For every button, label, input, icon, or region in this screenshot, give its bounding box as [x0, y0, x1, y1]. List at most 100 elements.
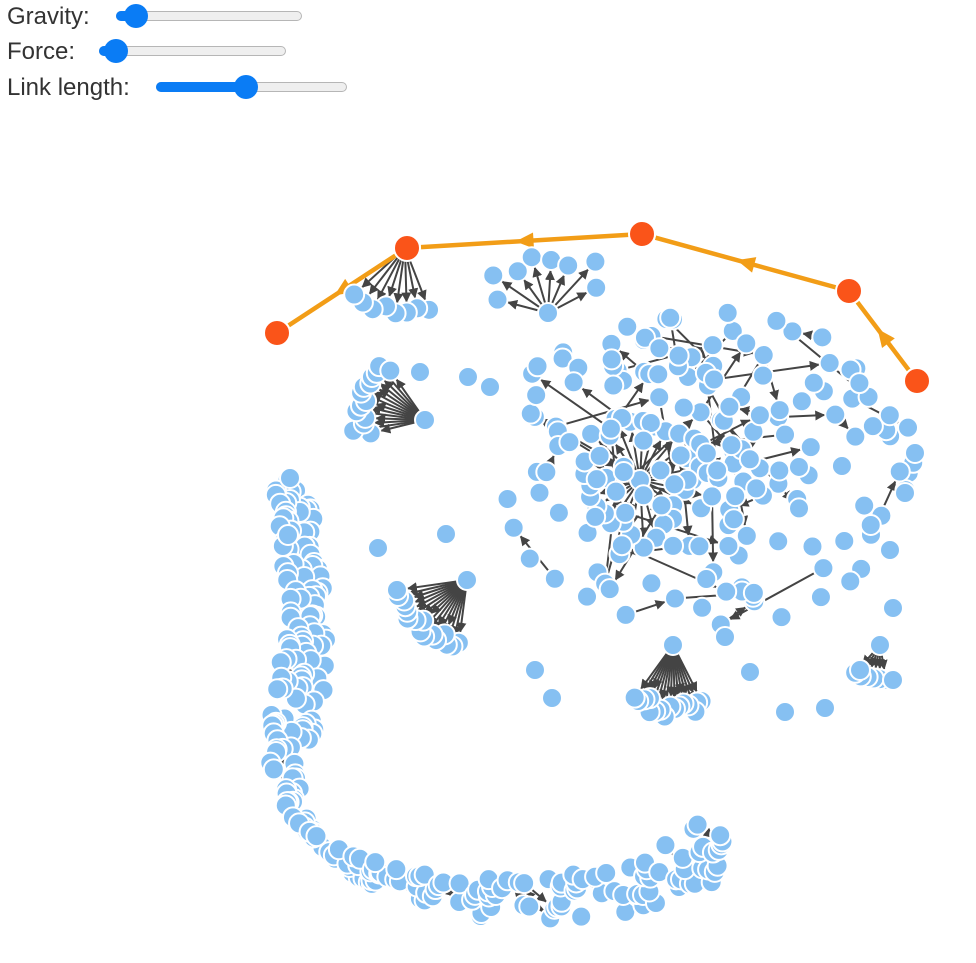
graph-node[interactable] [715, 580, 738, 603]
graph-node[interactable] [659, 306, 682, 329]
graph-node[interactable] [904, 442, 926, 464]
graph-node[interactable] [768, 459, 791, 482]
graph-node[interactable] [584, 250, 607, 273]
graph-node[interactable] [882, 669, 904, 691]
graph-node[interactable] [502, 516, 525, 539]
graph-node[interactable] [610, 534, 633, 557]
graph-node[interactable] [849, 659, 871, 681]
graph-node[interactable] [612, 460, 635, 483]
gravity-slider[interactable] [116, 2, 302, 32]
graph-node[interactable] [663, 473, 686, 496]
graph-node[interactable] [878, 404, 901, 427]
graph-node[interactable] [506, 260, 529, 283]
graph-node[interactable] [541, 687, 563, 709]
graph-node[interactable] [790, 390, 813, 413]
graph-node[interactable] [818, 352, 841, 375]
graph-node[interactable] [781, 320, 804, 343]
graph-node[interactable] [888, 460, 911, 483]
graph-node[interactable] [724, 485, 747, 508]
graph-node[interactable] [496, 488, 519, 511]
graph-node[interactable] [585, 468, 608, 491]
graph-node[interactable] [518, 895, 541, 918]
graph-node[interactable] [774, 701, 796, 723]
graph-node[interactable] [695, 442, 718, 465]
graph-node[interactable] [614, 603, 637, 626]
graph-node[interactable] [409, 361, 431, 383]
highlight-node[interactable] [903, 367, 931, 395]
graph-node[interactable] [598, 578, 621, 601]
graph-node[interactable] [739, 661, 761, 683]
graph-node[interactable] [602, 374, 625, 397]
graph-node[interactable] [595, 861, 618, 884]
highlight-node[interactable] [393, 234, 421, 262]
graph-node[interactable] [701, 485, 724, 508]
graph-node[interactable] [787, 455, 810, 478]
graph-node[interactable] [664, 587, 687, 610]
force-slider[interactable] [99, 37, 286, 67]
graph-node[interactable] [752, 344, 775, 367]
graph-node[interactable] [518, 547, 541, 570]
graph-node[interactable] [752, 364, 775, 387]
graph-node[interactable] [765, 309, 788, 332]
graph-node[interactable] [859, 514, 882, 537]
graph-node[interactable] [648, 386, 671, 409]
graph-node[interactable] [882, 597, 904, 619]
graph-node[interactable] [894, 482, 916, 504]
graph-node[interactable] [801, 535, 824, 558]
graph-node[interactable] [735, 524, 758, 547]
highlight-node[interactable] [835, 277, 863, 305]
graph-node[interactable] [691, 596, 714, 619]
graph-node[interactable] [738, 448, 761, 471]
graph-node[interactable] [647, 363, 670, 386]
graph-node[interactable] [672, 396, 695, 419]
graph-node[interactable] [848, 372, 871, 395]
graph-node[interactable] [861, 415, 884, 438]
graph-node[interactable] [524, 659, 546, 681]
graph-node[interactable] [279, 467, 301, 489]
graph-node[interactable] [869, 634, 891, 656]
graph-node[interactable] [879, 539, 901, 561]
graph-node[interactable] [632, 429, 655, 452]
graph-node[interactable] [528, 481, 551, 504]
graph-node[interactable] [479, 376, 501, 398]
graph-node[interactable] [526, 355, 549, 378]
graph-node[interactable] [748, 404, 771, 427]
graph-node[interactable] [703, 368, 726, 391]
graph-node[interactable] [745, 477, 768, 500]
graph-node[interactable] [774, 423, 797, 446]
graph-node[interactable] [435, 523, 457, 545]
graph-node[interactable] [305, 825, 328, 848]
graph-node[interactable] [486, 288, 509, 311]
graph-node[interactable] [456, 569, 478, 591]
graph-node[interactable] [632, 484, 655, 507]
graph-node[interactable] [811, 326, 834, 349]
graph-node[interactable] [814, 697, 836, 719]
graph-node[interactable] [717, 534, 740, 557]
graph-node[interactable] [525, 384, 548, 407]
graph-node[interactable] [844, 425, 867, 448]
highlight-node[interactable] [263, 319, 291, 347]
graph-node[interactable] [649, 459, 672, 482]
graph-node[interactable] [701, 334, 724, 357]
graph-node[interactable] [513, 872, 536, 895]
graph-node[interactable] [640, 572, 663, 595]
graph-node[interactable] [720, 434, 743, 457]
link-length-slider[interactable] [156, 73, 347, 103]
graph-node[interactable] [414, 409, 436, 431]
graph-node[interactable] [650, 494, 673, 517]
graph-node[interactable] [802, 371, 825, 394]
graph-node[interactable] [853, 494, 876, 517]
graph-node[interactable] [833, 530, 856, 553]
graph-node[interactable] [600, 348, 623, 371]
graph-node[interactable] [266, 678, 289, 701]
graph-node[interactable] [688, 535, 711, 558]
graph-node[interactable] [686, 813, 709, 836]
graph-node[interactable] [519, 402, 542, 425]
graph-node[interactable] [614, 501, 637, 524]
graph-node[interactable] [562, 371, 585, 394]
graph-node[interactable] [714, 626, 736, 648]
graph-node[interactable] [457, 366, 479, 388]
graph-node[interactable] [654, 834, 677, 857]
graph-node[interactable] [385, 578, 408, 601]
